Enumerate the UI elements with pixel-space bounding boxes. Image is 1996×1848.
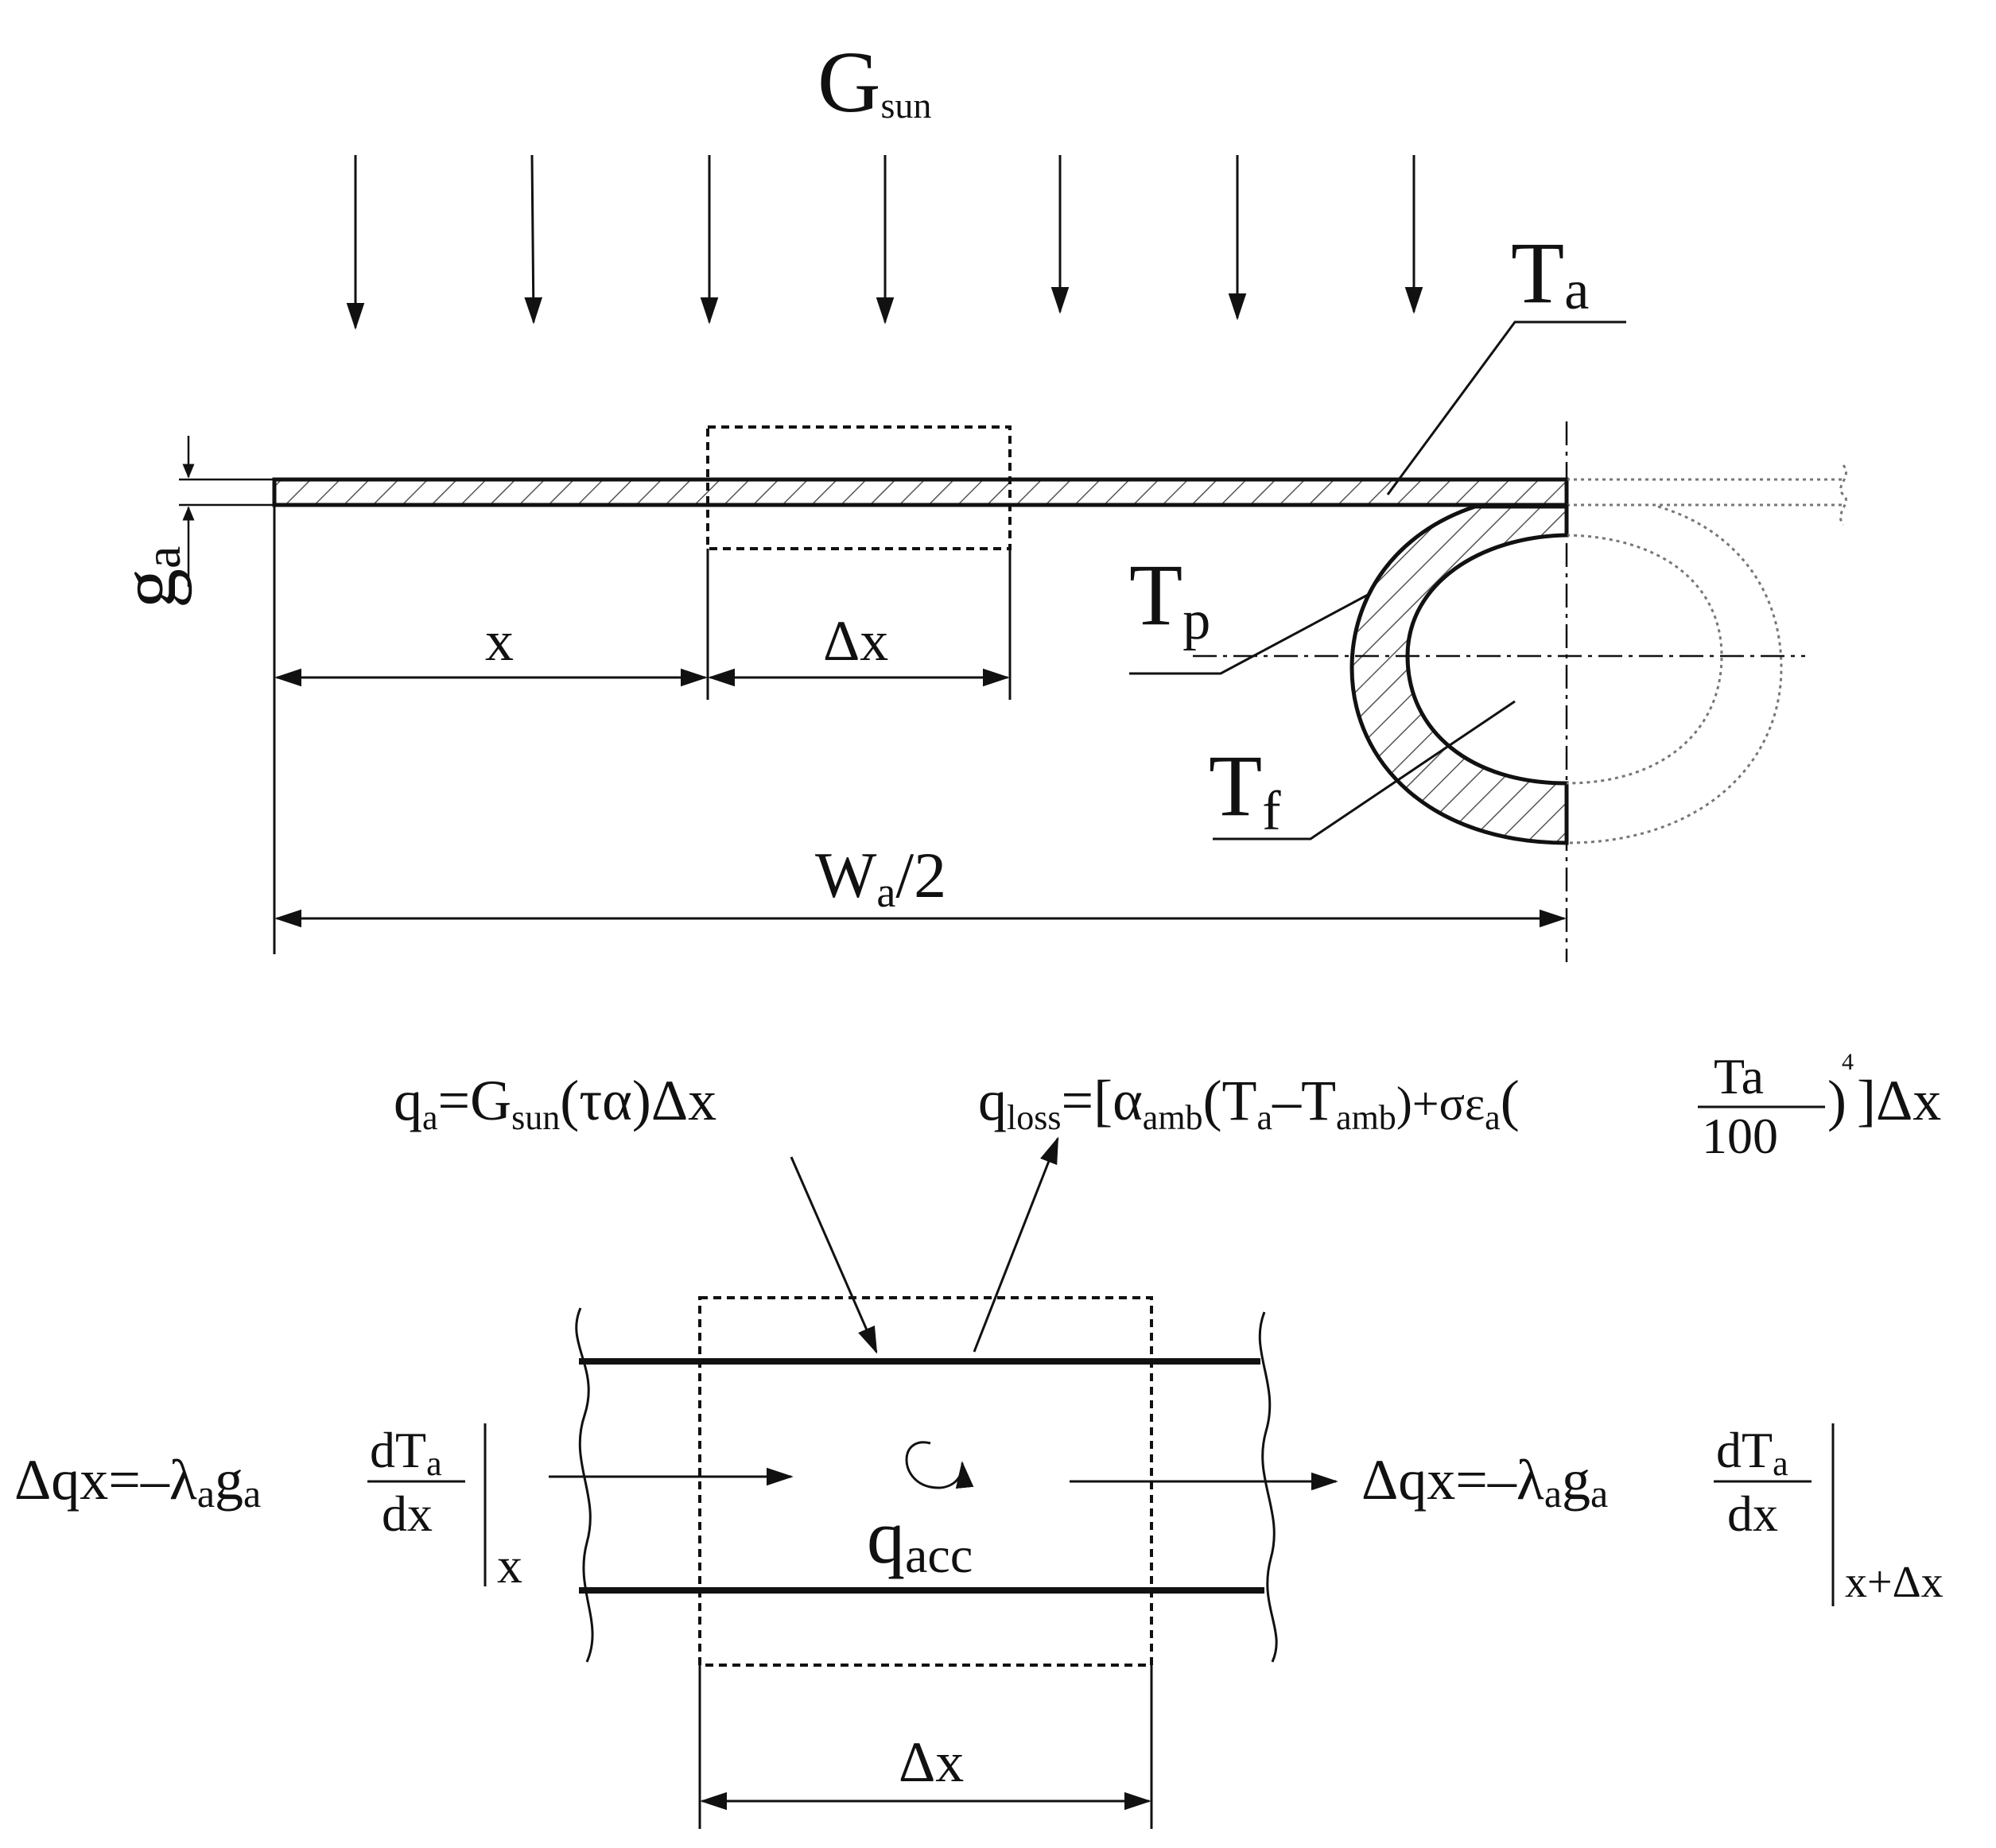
eq-flux-out: Δqx=–λaga: [1361, 1448, 1608, 1516]
eval-out: x+Δx: [1845, 1558, 1944, 1607]
label-qacc: qacc: [867, 1494, 973, 1583]
qa-arrow: [790, 1156, 878, 1354]
pipe-mirror: [1566, 505, 1783, 844]
label-wa: Wa/2: [815, 839, 946, 916]
absorber-plate: [272, 477, 1569, 507]
qloss-arrow: [973, 1136, 1059, 1353]
eq-qloss: qloss=[αamb(Ta–Tamb)+σεa(: [978, 1069, 1520, 1137]
center-lines: [1193, 421, 1805, 962]
thickness-dimension: [179, 436, 274, 587]
plate-continuation: [1567, 464, 1847, 526]
label-ga: ga: [104, 546, 192, 608]
eq-qloss-power: 4: [1842, 1049, 1854, 1075]
eq-flux-in-den: dx: [382, 1485, 433, 1542]
sun-ray: [524, 154, 543, 324]
eq-qloss-end: ]Δx: [1857, 1069, 1941, 1132]
label-ta: Ta: [1511, 224, 1589, 321]
control-volume-top: [706, 425, 1012, 550]
eq-qloss-frac-num: Ta: [1714, 1048, 1764, 1105]
eq-qa: qa=Gsun(τα)Δx: [394, 1069, 716, 1137]
eq-flux-in: Δqx=–λaga: [14, 1448, 261, 1516]
eq-qloss-rp: ): [1827, 1069, 1846, 1132]
eq-qloss-frac-den: 100: [1702, 1108, 1778, 1164]
control-volume-bottom: [698, 1296, 1153, 1667]
label-dx-bottom: Δx: [899, 1730, 964, 1794]
eq-flux-in-num: dTa: [370, 1422, 442, 1483]
bottom-dimension: [698, 1665, 1153, 1829]
eq-flux-out-num: dTa: [1716, 1422, 1788, 1483]
eval-in: x: [497, 1537, 522, 1594]
eq-flux-out-den: dx: [1727, 1485, 1778, 1542]
dimension-lines: [273, 505, 1567, 954]
label-dx-top: Δx: [823, 609, 888, 673]
heat-arrows: [549, 1136, 1338, 1491]
pipe-wall: [1349, 504, 1569, 845]
label-x: x: [485, 609, 514, 673]
accumulation-icon: [905, 1441, 974, 1489]
solar-irradiation-arrows: [346, 154, 1423, 330]
label-tf: Tf: [1209, 737, 1281, 842]
label-tp: Tp: [1129, 546, 1210, 651]
leader-lines: [1129, 320, 1626, 841]
label-gsun: Gsun: [817, 33, 931, 130]
